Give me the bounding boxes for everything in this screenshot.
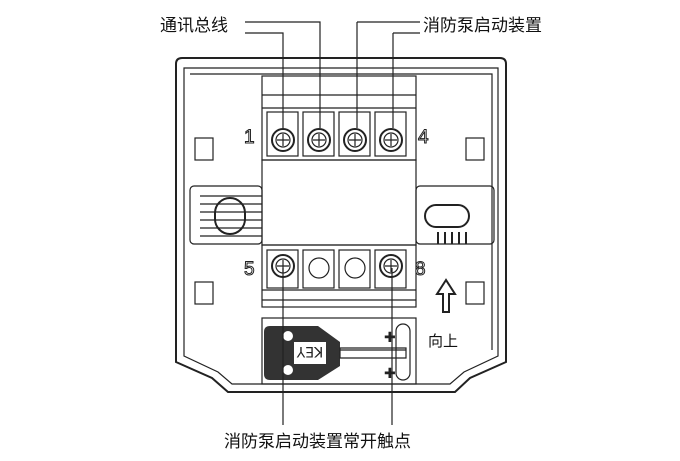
screw-terminal-4 xyxy=(374,111,407,157)
empty-terminal-6 xyxy=(302,249,335,289)
terminal-number-1: 1 xyxy=(244,127,255,148)
key-text: KEY xyxy=(296,343,323,359)
plus-mark: ✚ xyxy=(384,366,396,382)
terminal-number-5: 5 xyxy=(244,259,255,280)
mount-slot xyxy=(465,137,485,161)
pump-contact-label: 消防泵启动装置常开触点 xyxy=(224,432,411,452)
pump-device-label: 消防泵启动装置 xyxy=(423,16,542,36)
left-connector xyxy=(189,185,263,245)
terminal-number-4: 4 xyxy=(418,127,429,148)
mount-slot xyxy=(465,281,485,305)
lower-terminal-block xyxy=(261,244,417,308)
mount-slot xyxy=(194,281,214,305)
right-connector xyxy=(415,185,495,245)
screw-terminal-2 xyxy=(302,111,335,157)
housing xyxy=(175,57,507,393)
screw-terminal-3 xyxy=(338,111,371,157)
label-area xyxy=(261,159,417,246)
up-label: 向上 xyxy=(428,332,458,350)
empty-terminal-7 xyxy=(338,249,371,289)
leader-lines xyxy=(245,21,420,425)
plus-mark: ✚ xyxy=(384,330,396,346)
terminal-number-8: 8 xyxy=(415,259,426,280)
up-arrow-icon xyxy=(435,278,457,313)
key-compartment: KEY ✚ ✚ xyxy=(261,317,417,385)
screw-terminal-8 xyxy=(374,249,407,289)
mount-slot xyxy=(194,137,214,161)
bus-label: 通讯总线 xyxy=(160,16,228,36)
